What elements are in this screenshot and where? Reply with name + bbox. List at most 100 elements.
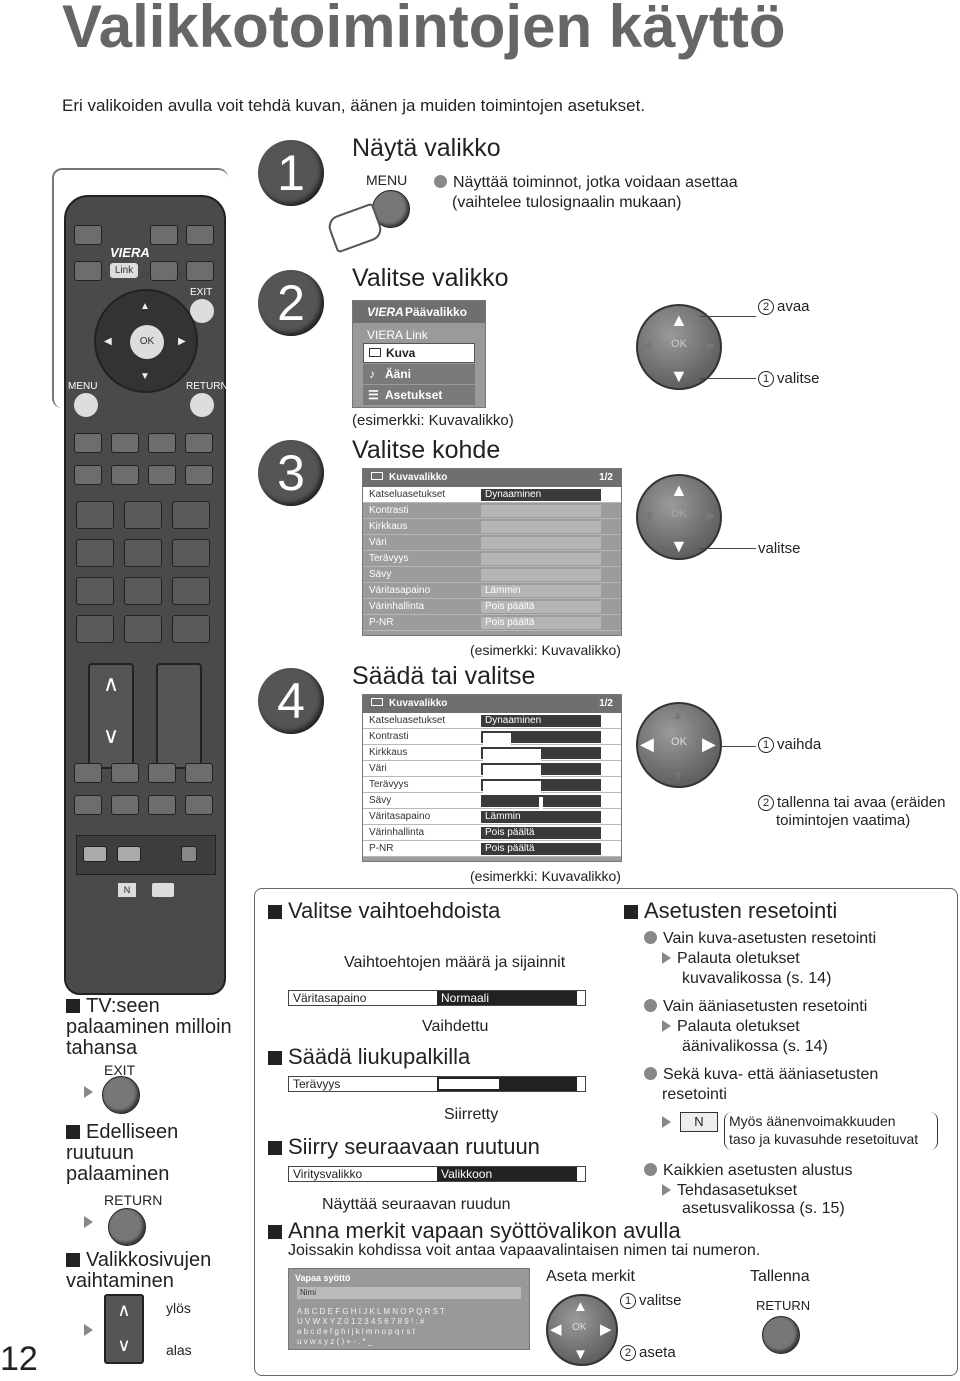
ok-button[interactable]: OK xyxy=(130,325,164,359)
dpad[interactable]: OK ▲ ▼ ◀ ▶ xyxy=(94,289,198,393)
remote-button[interactable] xyxy=(186,261,214,281)
menu-row[interactable]: Terävyys xyxy=(363,777,621,793)
number-key[interactable] xyxy=(172,615,210,643)
remote-button[interactable] xyxy=(74,433,102,453)
menu-row[interactable]: Terävyys xyxy=(363,551,621,567)
number-key[interactable] xyxy=(76,577,114,605)
name-field[interactable]: Nimi xyxy=(297,1287,521,1299)
reset-item-2-sub-2: äänivalikossa (s. 14) xyxy=(682,1038,828,1055)
next-bar[interactable]: Viritysvalikko Valikkoon xyxy=(288,1166,586,1182)
sidebar-pages-title: Valikkosivujen vaihtaminen xyxy=(66,1249,212,1292)
return-button[interactable] xyxy=(108,1208,146,1246)
remote-button[interactable] xyxy=(148,465,176,485)
main-menu-item-settings[interactable]: ☰ Asetukset xyxy=(363,385,475,405)
remote-button[interactable] xyxy=(148,763,176,783)
sidebar-arrow xyxy=(84,1322,99,1340)
remote-button[interactable] xyxy=(185,433,213,453)
number-key[interactable] xyxy=(76,501,114,529)
remote-button[interactable] xyxy=(111,763,139,783)
exit-button[interactable] xyxy=(190,299,214,323)
up-arrow-icon: ▲ xyxy=(670,310,688,330)
remote-button[interactable] xyxy=(74,225,102,245)
slider-track[interactable] xyxy=(437,1077,577,1091)
reset-item-4-sub-2: asetusvalikossa (s. 15) xyxy=(682,1200,845,1217)
dpad-step-4[interactable]: OK ▲ ▼ ◀ ▶ xyxy=(636,702,722,788)
remote-button[interactable] xyxy=(74,795,102,815)
remote-button[interactable] xyxy=(111,465,139,485)
remote-button[interactable] xyxy=(186,225,214,245)
remote-button[interactable] xyxy=(148,433,176,453)
exit-button[interactable] xyxy=(102,1076,140,1114)
remote-button[interactable] xyxy=(185,763,213,783)
remote-button[interactable] xyxy=(150,261,178,281)
number-key[interactable] xyxy=(124,577,162,605)
main-menu-header: VIERA Päävalikko xyxy=(353,301,485,323)
slider-bar[interactable]: Terävyys xyxy=(288,1076,586,1092)
down-arrow-icon: ▼ xyxy=(672,768,684,782)
number-key[interactable] xyxy=(124,539,162,567)
menu-row[interactable]: Sävy xyxy=(363,793,621,809)
menu-row[interactable]: Kontrasti xyxy=(363,729,621,745)
channel-rocker[interactable]: ∧ ∨ xyxy=(104,1294,144,1364)
remote-button[interactable] xyxy=(181,846,197,862)
menu-row[interactable]: Kirkkaus xyxy=(363,745,621,761)
remote-button[interactable] xyxy=(111,795,139,815)
leader-line xyxy=(700,316,756,317)
n-button[interactable]: N xyxy=(680,1112,718,1132)
next-caption: Näyttää seuraavan ruudun xyxy=(322,1196,511,1213)
n-button[interactable]: N xyxy=(118,883,136,897)
number-key[interactable] xyxy=(76,539,114,567)
number-key[interactable] xyxy=(124,501,162,529)
menu-row[interactable]: Kontrasti xyxy=(363,503,621,519)
remote-button[interactable] xyxy=(111,433,139,453)
remote-button[interactable] xyxy=(74,465,102,485)
remote-button[interactable] xyxy=(83,846,107,862)
menu-row[interactable]: Väri xyxy=(363,535,621,551)
volume-rocker[interactable] xyxy=(156,663,202,769)
menu-button[interactable] xyxy=(74,393,98,417)
keyboard-grid[interactable]: A B C D E F G H I J K L M N O P Q R S T … xyxy=(297,1307,445,1346)
remote-button[interactable] xyxy=(74,261,102,281)
remote-button[interactable] xyxy=(117,846,141,862)
remote-button[interactable] xyxy=(185,795,213,815)
music-note-icon: ♪ xyxy=(369,367,375,381)
remote-button[interactable] xyxy=(148,795,176,815)
menu-row[interactable]: Sävy xyxy=(363,567,621,583)
remote-button[interactable] xyxy=(152,883,174,897)
return-button[interactable] xyxy=(762,1316,800,1354)
ok-label: OK xyxy=(671,338,687,350)
link-button[interactable]: Link xyxy=(110,263,138,278)
menu-row[interactable]: Kirkkaus xyxy=(363,519,621,535)
number-key[interactable] xyxy=(76,615,114,643)
return-button[interactable] xyxy=(190,393,214,417)
dpad-step-2[interactable]: OK ▲ ▼ ◀ ▶ xyxy=(636,304,722,390)
dpad-free-input[interactable]: OK ▲ ▼ ◀ ▶ xyxy=(546,1294,618,1366)
channel-rocker[interactable]: ∧ ∨ xyxy=(88,663,134,769)
number-key[interactable] xyxy=(172,501,210,529)
number-key[interactable] xyxy=(172,539,210,567)
sidebar-prev: Edelliseen ruutuun palaaminen xyxy=(66,1122,236,1185)
list-icon: ☰ xyxy=(368,388,379,402)
dpad-step-3[interactable]: OK ▲ ▼ ◀ ▶ xyxy=(636,474,722,560)
remote-button[interactable] xyxy=(74,763,102,783)
main-menu-item-viera-link[interactable]: VIERA Link xyxy=(367,328,428,342)
number-key[interactable] xyxy=(124,615,162,643)
remote-button[interactable] xyxy=(150,225,178,245)
up-arrow-icon: ▲ xyxy=(140,301,150,312)
main-menu-item-sound[interactable]: ♪ Ääni xyxy=(363,364,475,384)
remote-button[interactable] xyxy=(185,465,213,485)
menu-row[interactable]: Väri xyxy=(363,761,621,777)
number-key[interactable] xyxy=(172,577,210,605)
reset-item-2-sub-1: Palauta oletukset xyxy=(662,1018,800,1036)
options-bar[interactable]: Väritasapaino Normaali xyxy=(288,990,586,1006)
main-menu-item-picture[interactable]: Kuva xyxy=(363,343,475,363)
